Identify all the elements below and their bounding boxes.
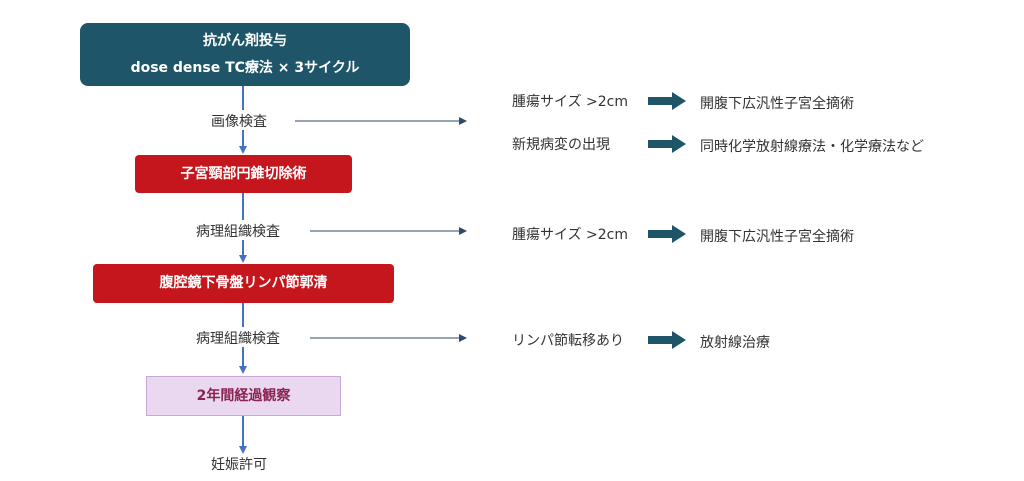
bold-arrow-icon <box>648 225 686 243</box>
lymphadenectomy-box: 腹腔鏡下骨盤リンパ節郭清 <box>93 264 394 303</box>
bold-arrow-icon <box>648 92 686 110</box>
chemotherapy-regimen: dose dense TC療法 × 3サイクル <box>130 59 360 76</box>
chemotherapy-title: 抗がん剤投与 <box>203 32 287 49</box>
chemotherapy-box: 抗がん剤投与 dose dense TC療法 × 3サイクル <box>80 23 410 86</box>
branch-condition-tumor-size-2: 腫瘍サイズ >2cm <box>512 227 629 243</box>
branch-condition-new-lesion: 新規病変の出現 <box>512 137 610 153</box>
imaging-exam-label: 画像検査 <box>211 114 267 130</box>
pathology-exam-label-1: 病理組織検査 <box>196 224 280 240</box>
bold-arrow-icon <box>648 331 686 349</box>
observation-box: 2年間経過観察 <box>146 376 341 416</box>
branch-outcome-chemoradiotherapy: 同時化学放射線療法・化学療法など <box>700 139 924 155</box>
branch-condition-lymph-metastasis: リンパ節転移あり <box>512 333 624 349</box>
branch-condition-tumor-size-1: 腫瘍サイズ >2cm <box>512 94 629 110</box>
branch-outcome-radical-hysterectomy-1: 開腹下広汎性子宮全摘術 <box>700 96 854 112</box>
conization-box: 子宮頸部円錐切除術 <box>135 155 352 193</box>
pregnancy-permission-label: 妊娠許可 <box>211 457 267 473</box>
bold-arrow-icon <box>648 135 686 153</box>
branch-outcome-radical-hysterectomy-2: 開腹下広汎性子宮全摘術 <box>700 229 854 245</box>
branch-outcome-radiotherapy: 放射線治療 <box>700 335 770 351</box>
pathology-exam-label-2: 病理組織検査 <box>196 331 280 347</box>
